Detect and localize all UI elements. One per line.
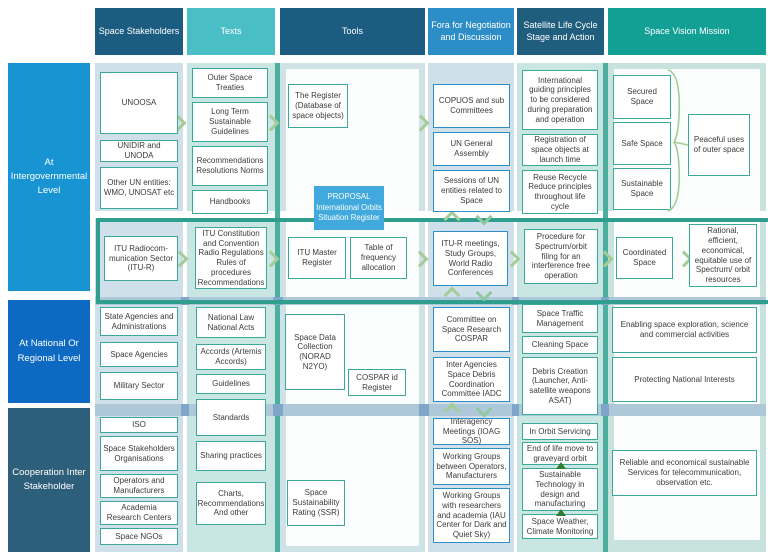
box-itu-master-register: ITU Master Register bbox=[288, 237, 346, 279]
box-itu-constitution: ITU Constitution and Convention Radio Re… bbox=[195, 227, 267, 289]
row-divider-2-seg bbox=[181, 404, 189, 416]
row-divider-2-seg bbox=[273, 404, 283, 416]
box-cleaning-space: Cleaning Space bbox=[522, 336, 598, 354]
box-working-groups-operators: Working Groups between Operators, Manufa… bbox=[433, 448, 510, 485]
box-cospar-id-register: COSPAR id Register bbox=[348, 369, 406, 396]
box-safe-space: Safe Space bbox=[613, 122, 671, 165]
box-space-agencies: Space Agencies bbox=[100, 342, 178, 367]
row-divider-2-seg bbox=[512, 404, 519, 416]
brace-connector bbox=[667, 69, 689, 212]
box-standards: Standards bbox=[196, 399, 266, 436]
box-handbooks: Handbooks bbox=[192, 190, 268, 214]
box-iso: ISO bbox=[100, 417, 178, 433]
box-enabling-exploration: Enabling space exploration, science and … bbox=[612, 307, 757, 353]
box-military-sector: Military Sector bbox=[100, 372, 178, 400]
box-sustainable-space: Sustainable Space bbox=[613, 168, 671, 210]
box-guiding-principles: International guiding principles to be c… bbox=[522, 70, 598, 130]
row-header-intergovernmental: At Intergovernmental Level bbox=[8, 63, 90, 291]
box-sustainable-technology: Sustainable Technology in design and man… bbox=[522, 468, 598, 511]
box-outer-space-treaties: Outer Space Treaties bbox=[192, 68, 268, 98]
row-header-cooperation: Cooperation Inter Stakeholder bbox=[8, 408, 90, 552]
arrow-up-icon bbox=[556, 509, 566, 516]
box-state-agencies: State Agencies and Administrations bbox=[100, 307, 178, 336]
itu-band-frame bbox=[96, 218, 768, 304]
column-header-stakeholders: Space Stakeholders bbox=[95, 8, 183, 55]
box-working-groups-researchers: Working Groups with researchers and acad… bbox=[433, 488, 510, 543]
box-reliable-services: Reliable and economical sustainable Serv… bbox=[612, 450, 757, 496]
box-in-orbit-servicing: In Orbit Servicing bbox=[522, 423, 598, 440]
box-space-data-collection: Space Data Collection (NORAD N2YO) bbox=[285, 314, 345, 390]
box-cospar-committee: Committee on Space Research COSPAR bbox=[433, 307, 510, 352]
box-recommendations-resolutions-norms: Recommendations Resolutions Norms bbox=[192, 146, 268, 186]
box-registration-launch: Registration of space objects at launch … bbox=[522, 134, 598, 166]
box-ssr: Space Sustainability Rating (SSR) bbox=[287, 480, 345, 526]
box-unoosa: UNOOSA bbox=[100, 72, 178, 134]
box-national-law: National Law National Acts bbox=[196, 307, 266, 338]
column-header-tools: Tools bbox=[280, 8, 425, 55]
box-iadc: Inter Agencies Space Debris Coordination… bbox=[433, 357, 510, 402]
box-charts-recommendations: Charts, Recommendations And other bbox=[196, 482, 266, 525]
separator-strip-left bbox=[275, 63, 280, 552]
box-protecting-interests: Protecting National Interests bbox=[612, 357, 757, 402]
box-frequency-table: Table of frequency allocation bbox=[350, 237, 407, 279]
box-copuos: COPUOS and sub Committees bbox=[433, 84, 510, 128]
column-header-texts: Texts bbox=[187, 8, 275, 55]
box-space-weather: Space Weather, Climate Monitoring bbox=[522, 514, 598, 539]
column-header-vision: Space Vision Mission bbox=[608, 8, 766, 55]
box-operators-manufacturers: Operators and Manufacturers bbox=[100, 474, 178, 498]
box-itu-r: ITU Radiocom- munication Sector (ITU-R) bbox=[104, 236, 178, 281]
box-itu-meetings: ITU-R meetings, Study Groups, World Radi… bbox=[433, 231, 508, 286]
box-long-term-sustainable-guidelines: Long Term Sustainable Guidelines bbox=[192, 102, 268, 142]
box-academia-research: Academia Research Centers bbox=[100, 501, 178, 525]
box-sharing-practices: Sharing practices bbox=[196, 441, 266, 471]
column-header-lifecycle: Satellite Life Cycle Stage and Action bbox=[517, 8, 604, 55]
box-space-traffic-management: Space Traffic Management bbox=[522, 304, 598, 333]
box-guidelines: Guidelines bbox=[196, 374, 266, 394]
box-interagency-meetings: Interagency Meetings (IOAG SOS) bbox=[433, 417, 510, 445]
proposal-international-orbits-register: PROPOSAL International Orbits Situation … bbox=[314, 186, 384, 230]
box-other-un-entities: Other UN entities: WMO, UNOSAT etc bbox=[100, 167, 178, 209]
separator-strip-right bbox=[603, 63, 608, 552]
section-gap bbox=[95, 211, 766, 218]
row-divider-2-seg bbox=[601, 404, 609, 416]
row-divider-2-seg bbox=[419, 404, 429, 416]
column-header-fora: Fora for Negotiation and Discussion bbox=[428, 8, 514, 55]
box-space-ngos: Space NGOs bbox=[100, 528, 178, 545]
box-unidir-unoda: UNIDIR and UNODA bbox=[100, 140, 178, 162]
box-un-sessions: Sessions of UN entities related to Space bbox=[433, 170, 510, 212]
box-un-general-assembly: UN General Assembly bbox=[433, 132, 510, 166]
row-header-national: At National Or Regional Level bbox=[8, 300, 90, 403]
box-peaceful-uses: Peaceful uses of outer space bbox=[688, 114, 750, 176]
box-stakeholder-organisations: Space Stakeholders Organisations bbox=[100, 436, 178, 471]
arrow-up-icon bbox=[556, 462, 566, 469]
box-rational-use: Rational, efficient, economical, equitab… bbox=[689, 224, 757, 287]
box-register-space-objects: The Register (Database of space objects) bbox=[288, 84, 348, 128]
box-accords: Accords (Artemis Accords) bbox=[196, 344, 266, 370]
box-reuse-recycle: Reuse Recycle Reduce principles througho… bbox=[522, 170, 598, 214]
box-secured-space: Secured Space bbox=[613, 75, 671, 119]
column-band-tools-inner bbox=[286, 69, 419, 546]
box-coordinated-space: Coordinated Space bbox=[616, 237, 673, 279]
box-debris-creation: Debris Creation (Launcher, Anti-satellit… bbox=[522, 357, 598, 415]
box-spectrum-procedure: Procedure for Spectrum/orbit filing for … bbox=[524, 229, 598, 284]
